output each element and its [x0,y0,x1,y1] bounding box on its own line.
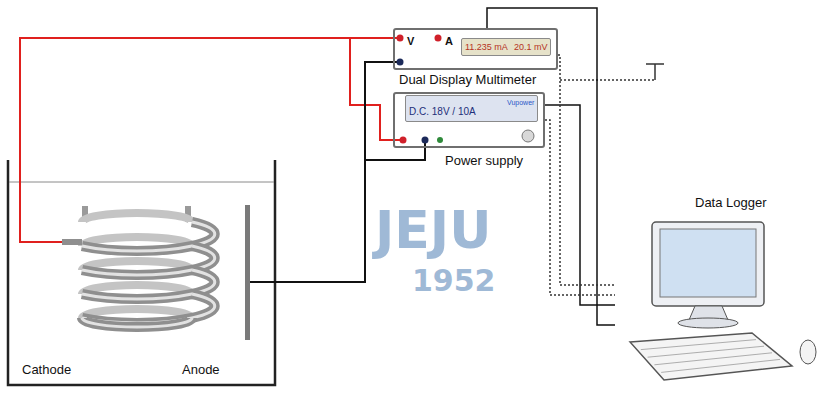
terminal-red [397,35,404,42]
ground-wire [560,79,655,81]
electrode-label: Anode [182,363,220,378]
anode-electrode: Anode [182,195,268,382]
multimeter-box: Dual Display MultimeterVA11.235 mA20.1 m… [393,28,558,70]
terminal-red [435,35,442,42]
lead-wire [545,105,615,305]
terminal-ground [437,137,443,143]
ground-symbol [654,64,656,80]
device-label: Data Logger [695,196,767,211]
key-row [661,359,780,372]
electrode-label: Cathode [22,363,71,378]
terminal-black [422,137,429,144]
display-reading: D.C. 18V / 10A [409,106,476,118]
anode-lead-wire [250,281,268,283]
monitor-base [678,318,738,328]
coil-lead [62,239,82,245]
device-label: Power supply [445,154,523,169]
key-row [641,340,756,350]
monitor [652,222,764,306]
keyboard-keys [641,340,780,373]
cathode-coil [62,213,215,327]
terminal-label: A [445,35,453,48]
terminal-black [397,59,404,66]
coil-winding-back [82,213,192,222]
cathode-lead-wire [20,241,62,243]
monitor-screen [660,229,756,297]
control-knob [522,130,534,142]
power-supply-box: Power supplyD.C. 18V / 10AVupower [393,92,545,148]
anode-plate [245,205,250,340]
coil-winding [82,318,192,327]
terminal-red [400,137,407,144]
ground-symbol [646,63,664,65]
cathode-electrode: Cathode [22,200,202,382]
coil-highlight [82,318,192,327]
lead-wire [20,38,393,242]
brand-label: Vupower [507,99,534,107]
data-logger-computer: Data Logger [615,215,800,390]
signal-wire [545,120,615,295]
electrolyte-level [9,182,274,183]
mouse [800,340,816,364]
watermark: 1952 [412,266,496,296]
watermark: JEJU [375,204,491,256]
lead-wire [20,38,393,242]
beaker-outline [8,160,275,385]
key-row [654,353,772,365]
display-reading: 20.1 mV [514,42,548,52]
terminal-label: V [407,35,414,48]
display-reading: 11.235 mA [465,42,508,52]
device-label: Dual Display Multimeter [399,73,536,88]
keyboard [630,333,792,380]
lead-wire [268,62,393,282]
signal-wire [558,55,615,285]
